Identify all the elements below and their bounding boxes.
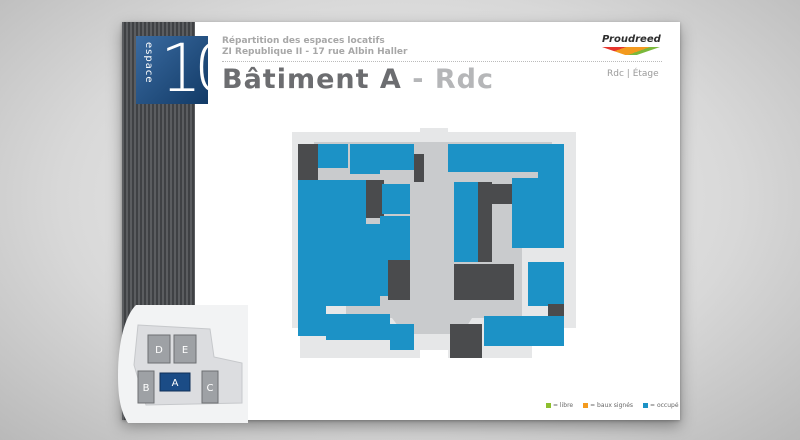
- logo-word: espace: [143, 42, 154, 84]
- room-occupied[interactable]: [300, 306, 324, 312]
- level-separator: |: [623, 69, 633, 79]
- legend-item-occupe: = occupé: [643, 402, 679, 409]
- subtitle-line-2: ZI Republique II - 17 rue Albin Haller: [222, 47, 408, 57]
- legend-label: = baux signés: [590, 402, 634, 409]
- room-occupied[interactable]: [484, 316, 514, 346]
- room-occupied[interactable]: [492, 184, 512, 204]
- room-occupied[interactable]: [414, 154, 424, 182]
- room-occupied[interactable]: [538, 144, 564, 178]
- brand-name: Proudreed: [602, 34, 661, 45]
- building-label: B: [143, 383, 150, 394]
- espace10-logo: espace 10: [136, 36, 208, 104]
- room-occupied[interactable]: [454, 264, 514, 300]
- subtitle-line-1: Répartition des espaces locatifs: [222, 36, 385, 46]
- room-occupied[interactable]: [484, 144, 510, 172]
- building-c-button[interactable]: C: [201, 370, 219, 404]
- room-occupied[interactable]: [298, 224, 380, 306]
- room-occupied[interactable]: [350, 144, 380, 174]
- level-rdc-link[interactable]: Rdc: [607, 69, 624, 79]
- legend: = libre = baux signés = occupé: [546, 402, 679, 409]
- room-occupied[interactable]: [512, 178, 564, 248]
- room-occupied[interactable]: [510, 144, 538, 172]
- legend-swatch: [583, 403, 589, 408]
- level-switcher: Rdc | Étage: [607, 69, 659, 79]
- title-level: Rdc: [434, 64, 494, 95]
- room-occupied[interactable]: [366, 180, 384, 218]
- room-occupied[interactable]: [380, 216, 410, 234]
- brand-mark-icon: [602, 47, 660, 55]
- room-occupied[interactable]: [478, 182, 492, 262]
- room-occupied[interactable]: [448, 144, 484, 172]
- title-building: Bâtiment A: [222, 64, 402, 95]
- room-occupied[interactable]: [454, 198, 478, 214]
- building-e-button[interactable]: E: [173, 334, 197, 364]
- room-occupied[interactable]: [454, 182, 478, 198]
- room-occupied[interactable]: [528, 262, 564, 306]
- legend-item-baux: = baux signés: [583, 402, 633, 409]
- room-occupied[interactable]: [326, 314, 390, 340]
- building-a-button[interactable]: A: [159, 372, 191, 392]
- room-occupied[interactable]: [318, 144, 348, 168]
- legend-swatch: [546, 403, 551, 408]
- room-occupied[interactable]: [382, 184, 410, 214]
- room-occupied[interactable]: [542, 316, 564, 346]
- building-label: C: [207, 383, 214, 394]
- page-title: Bâtiment A - Rdc: [222, 64, 494, 95]
- legend-label: = libre: [553, 402, 574, 409]
- room-occupied[interactable]: [454, 214, 478, 230]
- building-label: D: [155, 345, 163, 356]
- logo-number: 10: [160, 36, 208, 104]
- room-occupied[interactable]: [548, 304, 564, 316]
- room-occupied[interactable]: [298, 180, 366, 224]
- room-occupied[interactable]: [514, 316, 542, 346]
- room-occupied[interactable]: [450, 324, 482, 358]
- header-divider: [222, 61, 662, 62]
- building-label: A: [172, 378, 179, 389]
- room-occupied[interactable]: [454, 230, 478, 246]
- building-d-button[interactable]: D: [147, 334, 171, 364]
- room-occupied[interactable]: [454, 246, 478, 262]
- room-occupied[interactable]: [380, 144, 414, 170]
- building-b-button[interactable]: B: [137, 370, 155, 404]
- room-occupied[interactable]: [388, 260, 410, 300]
- legend-item-libre: = libre: [546, 402, 573, 409]
- proudreed-logo: Proudreed: [602, 34, 664, 58]
- legend-swatch: [643, 403, 649, 408]
- floor-plan: [292, 128, 576, 358]
- building-label: E: [182, 345, 188, 356]
- room-occupied[interactable]: [380, 234, 410, 250]
- room-occupied[interactable]: [298, 144, 318, 180]
- level-etage-link[interactable]: Étage: [632, 69, 659, 79]
- site-minimap: D E B A C: [118, 305, 248, 423]
- title-separator: -: [401, 64, 435, 95]
- legend-label: = occupé: [650, 402, 679, 409]
- room-occupied[interactable]: [390, 324, 414, 350]
